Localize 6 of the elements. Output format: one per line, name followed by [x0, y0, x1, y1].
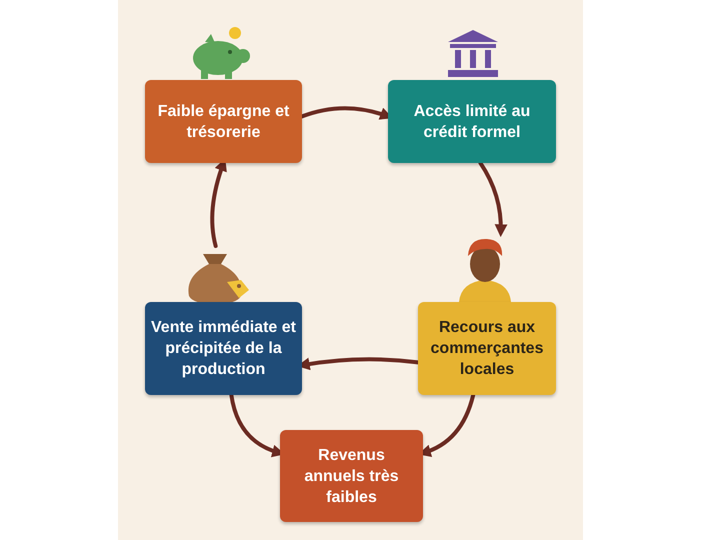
arrow [478, 161, 508, 238]
box-text: Accès limité au crédit formel [412, 102, 532, 142]
box-text: Vente immédiate et précipitée de la production [150, 318, 297, 380]
box-text: Faible épargne et trésorerie [156, 102, 290, 142]
box-text: Recours aux commerçantes locales [430, 318, 544, 380]
box-text: Revenus annuels très faibles [303, 446, 400, 508]
